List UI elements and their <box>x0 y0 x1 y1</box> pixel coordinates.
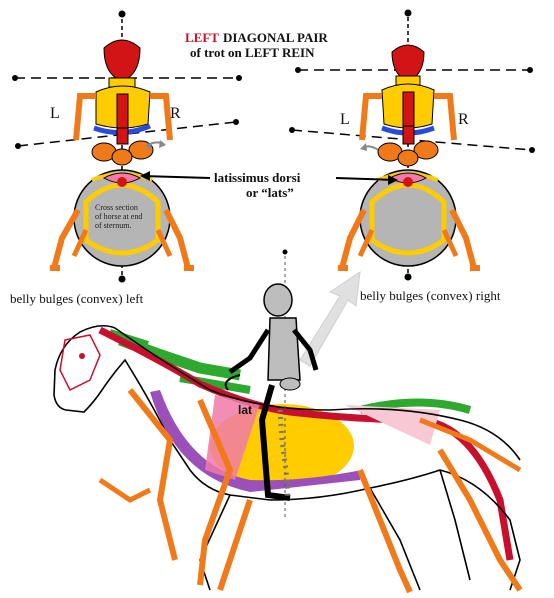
rider-head <box>264 284 292 316</box>
light-pink-muscle <box>345 405 440 445</box>
label-left-side-2: L <box>340 111 350 128</box>
label-left-side: L <box>50 105 60 122</box>
horse-skull <box>60 335 100 390</box>
title-line-1: LEFT DIAGONAL PAIR <box>185 30 328 45</box>
title-left-word: LEFT <box>185 30 219 45</box>
left-leg-a <box>54 210 78 268</box>
label-right-side: R <box>170 105 181 122</box>
orange-hindleg-a <box>360 470 410 592</box>
label-right-side-2: R <box>458 111 469 128</box>
caption-belly-right: belly bulges (convex) right <box>360 288 501 303</box>
caption-belly-left: belly bulges (convex) left <box>10 291 144 306</box>
orange-hindleg-b <box>440 450 520 590</box>
title-line-2: of trot on LEFT REIN <box>190 45 315 60</box>
left-axis-top-dot <box>119 11 126 18</box>
left-leg-b <box>166 210 188 268</box>
rider-lat-label: lat <box>238 403 252 417</box>
left-axis-bottom-dot <box>119 276 126 283</box>
rider-torso <box>268 318 300 380</box>
right-cross-section <box>289 10 535 281</box>
arrow-to-left-lats <box>142 176 210 178</box>
left-head-vertebra <box>104 40 140 78</box>
muscle-label-line-1: latissimus dorsi <box>214 170 301 185</box>
muscle-label-line-2: or “lats” <box>246 185 294 200</box>
title-line1-rest: DIAGONAL PAIR <box>223 30 328 45</box>
